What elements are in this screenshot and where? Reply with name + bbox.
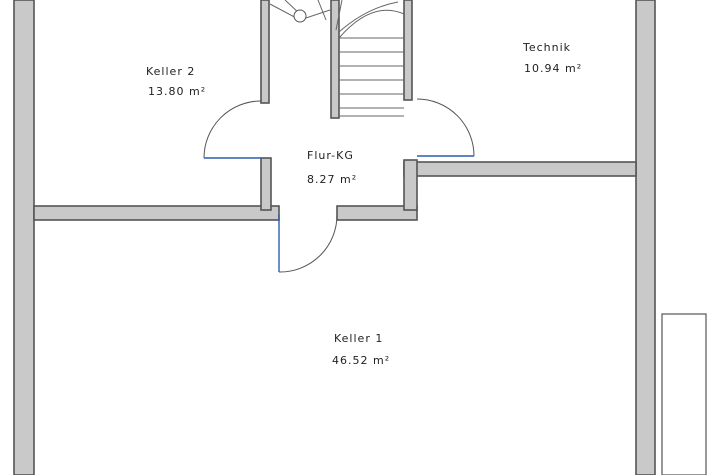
room-area-technik: 10.94 m² (524, 62, 582, 75)
wall-technik-south (403, 161, 637, 177)
stair-newel (293, 9, 307, 23)
exterior-outline (661, 313, 707, 475)
room-name-keller1: Keller 1 (334, 332, 383, 345)
door-technik (416, 98, 475, 157)
wall-technik-west (403, 0, 413, 101)
room-name-keller2: Keller 2 (146, 65, 195, 78)
door-keller2 (203, 100, 262, 159)
room-area-keller2: 13.80 m² (148, 85, 206, 98)
wall-right (635, 0, 656, 475)
staircase (269, 0, 405, 117)
wall-keller2-east-lower (260, 157, 272, 211)
wall-flur-east (403, 159, 418, 211)
wall-stair-west (330, 0, 340, 119)
room-name-technik: Technik (522, 41, 571, 54)
wall-left (13, 0, 35, 475)
room-area-keller1: 46.52 m² (332, 354, 390, 367)
wall-keller2-east-upper (260, 0, 270, 104)
room-area-flur: 8.27 m² (307, 173, 357, 186)
door-keller1 (278, 214, 338, 273)
wall-keller2-south (33, 205, 280, 221)
wall-flur-south (336, 205, 418, 221)
room-name-flur: Flur-KG (307, 149, 354, 162)
